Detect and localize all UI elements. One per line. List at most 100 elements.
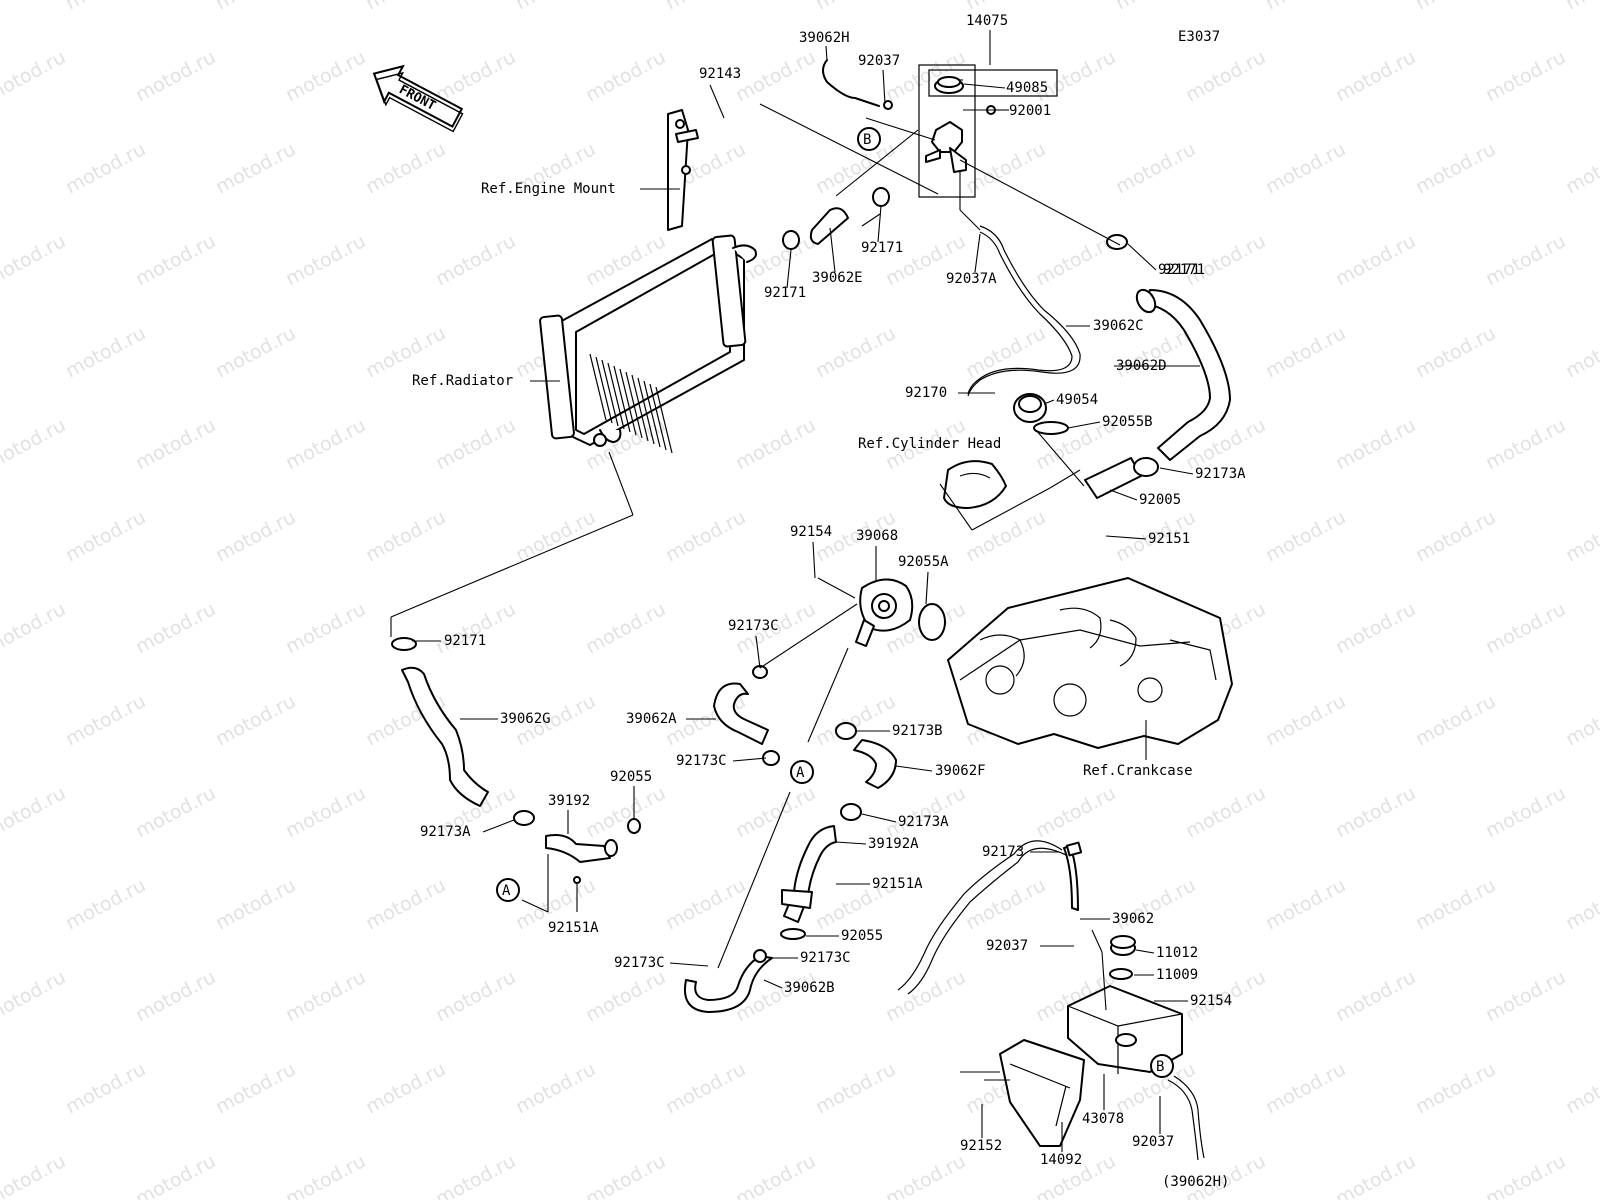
watermark-text: motod.ru	[1182, 230, 1269, 290]
watermark-text: motod.ru	[1412, 690, 1499, 750]
hose-39062G	[391, 637, 489, 807]
watermark-text: motod.ru	[1032, 782, 1119, 842]
watermark-text: motod.ru	[1332, 598, 1419, 658]
label-92143: 92143	[699, 66, 741, 82]
callout-B-top: B	[857, 127, 881, 151]
watermark-text: motod.ru	[1482, 230, 1569, 290]
diagram-line	[861, 213, 881, 227]
label-39192: 39192	[548, 793, 590, 809]
watermark-text: motod.ru	[1332, 966, 1419, 1026]
diagram-line	[713, 682, 769, 745]
watermark-text: motod.ru	[362, 506, 449, 566]
part-label: A	[796, 765, 805, 781]
diagram-line	[1043, 399, 1055, 405]
diagram-line	[1105, 535, 1147, 540]
watermark-text: motod.ru	[62, 322, 149, 382]
ref-cylinder-head-label: Ref.Cylinder Head	[858, 436, 1001, 452]
diagram-line	[1035, 429, 1085, 487]
label-92151A: 92151A	[872, 876, 923, 892]
watermark-text: motod.ru	[212, 138, 299, 198]
watermark-text: motod.ru	[1412, 0, 1499, 14]
diagram-line	[835, 722, 857, 740]
label-49085: 49085	[1006, 80, 1048, 96]
watermark-text: motod.ru	[732, 230, 819, 290]
diagram-line	[780, 928, 806, 940]
diagram-line	[1055, 1085, 1067, 1127]
watermark-text: motod.ru	[1262, 1058, 1349, 1118]
watermark-text: motod.ru	[732, 1150, 819, 1200]
watermark-text: motod.ru	[212, 0, 299, 14]
radiator-fin-line	[631, 374, 649, 442]
watermark-text: motod.ru	[732, 46, 819, 106]
reservoir-cover	[999, 1039, 1085, 1147]
diagram-line	[971, 487, 1051, 531]
label-92171-unused: 92171	[1163, 262, 1205, 278]
diagram-line	[928, 69, 1058, 97]
water-pump	[855, 578, 946, 647]
part-label: B	[863, 132, 871, 148]
diagram-line	[1067, 421, 1101, 429]
watermark-text: motod.ru	[0, 230, 69, 290]
watermark-text: motod.ru	[0, 782, 69, 842]
label-11009: 11009	[1156, 967, 1198, 983]
diagram-line	[375, 71, 464, 133]
watermark-text: motod.ru	[1262, 322, 1349, 382]
diagram-line	[711, 234, 747, 348]
cylinder-head-fitting	[943, 393, 1159, 509]
watermark-text: motod.ru	[1332, 230, 1419, 290]
diagram-line	[835, 129, 919, 197]
diagram-line	[627, 818, 641, 834]
label-92151: 92151	[1148, 531, 1190, 547]
diagram-line	[943, 460, 1007, 509]
watermark-text: motod.ru	[962, 322, 1049, 382]
watermark-text: motod.ru	[1412, 506, 1499, 566]
watermark-text: motod.ru	[0, 966, 69, 1026]
diagram-line	[1033, 421, 1069, 435]
diagram-line	[822, 59, 880, 107]
diagram-line	[853, 739, 897, 789]
diagram-line	[931, 121, 963, 153]
label-39062A: 39062A	[626, 711, 677, 727]
diagram-line	[1109, 489, 1138, 501]
watermark-text: motod.ru	[1412, 874, 1499, 934]
label-92154: 92154	[1190, 993, 1232, 1009]
watermark-text: motod.ru	[1412, 1058, 1499, 1118]
watermark-text: motod.ru	[1562, 1058, 1600, 1118]
watermark-text: motod.ru	[1182, 46, 1269, 106]
watermark-text: motod.ru	[962, 506, 1049, 566]
watermark-text: motod.ru	[1482, 782, 1569, 842]
diagram-line	[809, 207, 849, 245]
watermark-text: motod.ru	[1332, 1150, 1419, 1200]
watermark-text: motod.ru	[282, 782, 369, 842]
label-92173: 92173	[982, 844, 1024, 860]
radiator-fin-line	[619, 368, 637, 436]
watermark-text: motod.ru	[812, 322, 899, 382]
diagram-line	[985, 665, 1015, 695]
diagram-line	[1110, 935, 1136, 949]
diagram-line	[865, 117, 936, 141]
watermark-text: motod.ru	[882, 1150, 969, 1200]
watermark-text: motod.ru	[662, 874, 749, 934]
watermark-text: motod.ru	[282, 966, 369, 1026]
diagram-line	[390, 514, 634, 618]
watermark-text: motod.ru	[1482, 46, 1569, 106]
watermark-text: motod.ru	[362, 138, 449, 198]
diagram-line	[872, 187, 890, 207]
label-92173A: 92173A	[1195, 466, 1246, 482]
diagram-line	[1143, 289, 1231, 461]
diagram-line	[959, 629, 1191, 681]
diagram-line	[840, 803, 862, 821]
watermark-text: motod.ru	[1112, 0, 1199, 14]
part-label: A	[502, 883, 511, 899]
watermark-text: motod.ru	[0, 1150, 69, 1200]
watermark-text: motod.ru	[282, 1150, 369, 1200]
diagram-line	[521, 899, 549, 913]
diagram-line	[781, 889, 813, 909]
radiator-fin-line	[655, 386, 673, 454]
diagram-line	[918, 603, 946, 641]
watermark-text: motod.ru	[512, 1058, 599, 1118]
pipe-39192	[513, 810, 641, 884]
radiator-fin-line	[601, 359, 619, 427]
diagram-line	[1135, 288, 1157, 314]
